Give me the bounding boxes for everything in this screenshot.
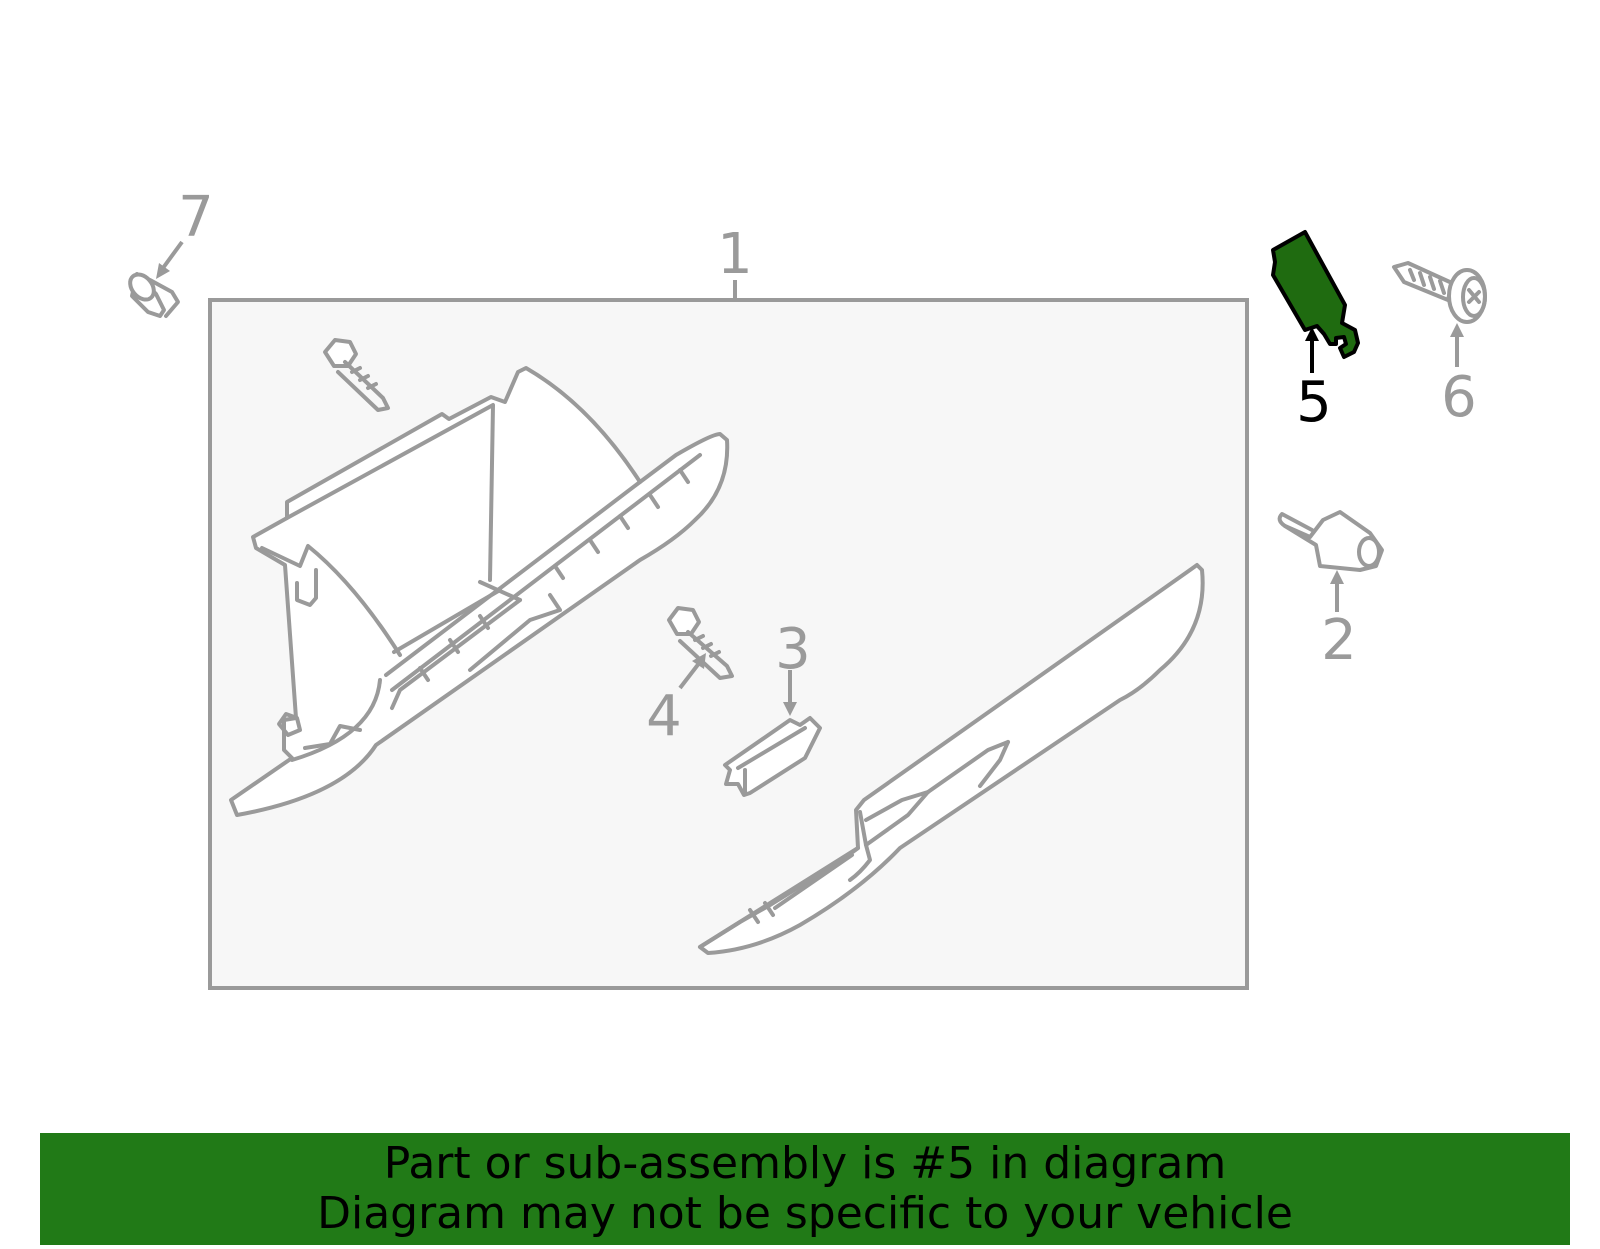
bracket-icon-part-5[interactable] [1271,230,1360,359]
callout-label-7: 7 [178,185,214,250]
info-banner: Part or sub-assembly is #5 in diagram Di… [40,1133,1570,1245]
bolt-icon-upper [323,338,390,412]
plug-icon-part-7 [128,272,180,318]
clip-icon-part-3 [723,716,822,797]
callout-2-arrow [1330,570,1344,584]
callout-label-1: 1 [717,222,753,287]
bolt-icon-part-4 [667,606,734,680]
banner-line-2: Diagram may not be specific to your vehi… [317,1188,1293,1239]
callout-4-arrow [692,653,706,669]
callout-3-arrow [783,702,797,716]
callout-6-arrow [1450,323,1464,337]
callout-7-arrow [156,263,170,279]
screw-icon-part-6 [1392,261,1487,324]
callout-5-arrow [1305,327,1319,341]
bumper-icon-part-2 [1277,510,1384,572]
callout-label-5: 5 [1296,370,1332,435]
trim-strip-icon [698,563,1205,955]
callout-label-6: 6 [1441,365,1477,430]
banner-line-1: Part or sub-assembly is #5 in diagram [383,1138,1227,1189]
callout-label-4: 4 [646,684,682,749]
callout-label-2: 2 [1321,608,1357,673]
callout-4-leader [678,660,702,690]
callout-7-leader [161,240,184,270]
callout-label-3: 3 [775,617,811,682]
glove-box-icon [229,366,730,817]
